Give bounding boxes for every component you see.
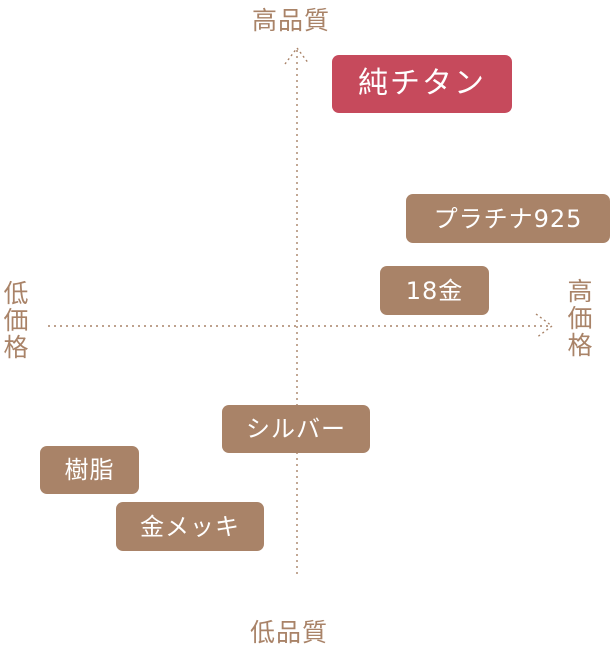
up-arrow-icon xyxy=(284,46,310,65)
right-arrow-icon xyxy=(535,313,554,339)
tag-resin: 樹脂 xyxy=(40,446,139,494)
tag-platinum-925: プラチナ925 xyxy=(406,194,610,243)
tag-pure-titanium: 純チタン xyxy=(332,55,512,113)
tag-gold-plating: 金メッキ xyxy=(116,502,264,551)
axis-label-top: 高品質 xyxy=(252,6,331,35)
axis-label-right: 高価格 xyxy=(564,278,593,359)
tag-18k-gold: 18金 xyxy=(380,266,489,315)
axis-label-bottom: 低品質 xyxy=(250,618,329,647)
axis-label-left: 低価格 xyxy=(0,280,29,361)
tag-silver: シルバー xyxy=(222,405,370,453)
